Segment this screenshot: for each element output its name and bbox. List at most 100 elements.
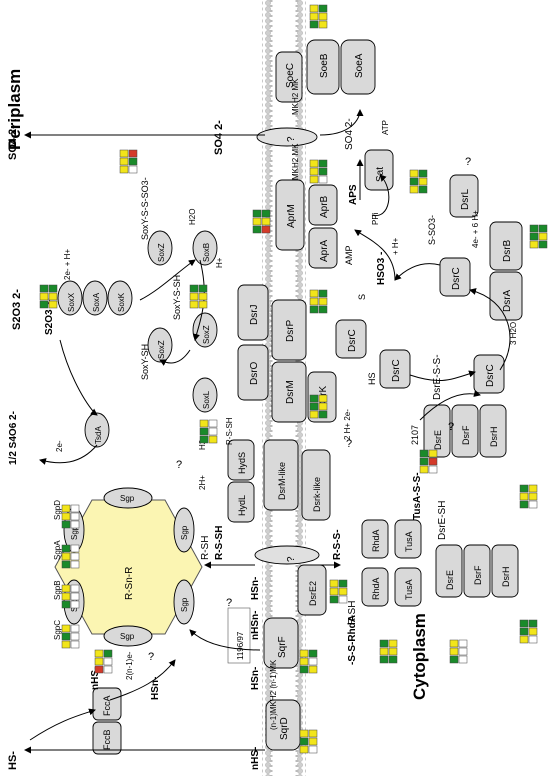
gene-presence-cell (388, 655, 398, 664)
gene-presence-cell (318, 289, 328, 298)
soxA-protein (82, 280, 108, 316)
gene-presence-cell (458, 647, 468, 656)
soxb-proton-label: H+ (215, 257, 224, 268)
gene-presence-cell (103, 665, 113, 674)
reaction-arrows (24, 109, 511, 754)
dsrMlike-label: DsrM-like (277, 462, 287, 500)
gene-presence-cell (528, 500, 538, 509)
gene-presence-cell (61, 560, 71, 569)
tusA-protein-1 (394, 519, 422, 559)
dsrE-protein-2 (435, 544, 463, 598)
gene-presence-cell (329, 579, 339, 588)
dsrE2-protein (297, 564, 327, 616)
unknown-marker-6: ? (448, 421, 454, 433)
gene-presence-cell (318, 410, 328, 419)
gene-presence-cell (61, 600, 71, 609)
fccB-protein (92, 721, 122, 755)
gene-presence-cell (308, 665, 318, 674)
soe-mk-label: MKH2 MK (291, 78, 300, 115)
arrow-tetrathionate (39, 444, 98, 465)
dsrH-protein-2 (491, 544, 519, 598)
gene-presence-cell (308, 737, 318, 746)
gene-presence-cell (70, 632, 80, 641)
gene-presence-cell (61, 624, 71, 633)
gene-presence-cell (128, 157, 138, 166)
dsrL-protein (449, 174, 479, 218)
gene-presence-cell (308, 649, 318, 658)
arrow-tsda (59, 339, 98, 416)
gene-presence-cell (309, 4, 319, 13)
gene-presence-cell (379, 655, 389, 664)
sqrF-protein (263, 617, 299, 669)
unknown-marker-1: ? (176, 459, 182, 471)
gene-presence-cell (61, 640, 71, 649)
gene-presence-cell (309, 410, 319, 419)
sqrF-label: SqrF (277, 636, 288, 658)
aprM-label: AprM (286, 204, 297, 228)
gene-presence-cell (119, 165, 129, 174)
p2107-label: 2107 (410, 425, 420, 445)
gene-presence-cell (70, 640, 80, 649)
soxl-rssh-label: R-S-SH (225, 417, 234, 445)
gene-presence-cell (61, 520, 71, 529)
gene-presence-cell (299, 665, 309, 674)
dsrE2-label: DsrE2 (308, 581, 318, 606)
gene-presence-cell (61, 632, 71, 641)
dsrMlike-protein (263, 439, 299, 511)
arrow-dsrab (394, 263, 441, 281)
soxy-sso3-label: SoxY-S-S-SO3- (140, 177, 150, 240)
apr-mk-label: MKH2 MK (291, 143, 300, 180)
gene-presence-cell (94, 657, 104, 666)
gene-presence-cell (309, 289, 319, 298)
gene-presence-cell (318, 394, 328, 403)
sqrd-hsn-label: HSn- (250, 667, 261, 690)
gene-presence-cell (70, 512, 80, 521)
gene-presence-cell (538, 224, 548, 233)
gene-presence-cell (409, 169, 419, 178)
soxZ-label-1: SoxZ (157, 243, 166, 262)
soxb-water-label: H2O (188, 209, 197, 225)
soeB-label: SoeB (319, 53, 330, 78)
sgp-label-bottom: Sgp (120, 632, 135, 641)
gene-presence-cell (318, 12, 328, 21)
tusA-protein-2 (394, 567, 422, 607)
gene-presence-cell (419, 457, 429, 466)
fcc-electrons-label: 2(n-1)e- (125, 651, 134, 680)
gene-presence-cell (529, 232, 539, 241)
gene-presence-cell (388, 647, 398, 656)
dsrF-label-2: DsrF (473, 565, 483, 585)
gene-presence-grids (39, 4, 548, 754)
gene-presence-cell (418, 169, 428, 178)
gene-presence-cell (308, 745, 318, 754)
hyd-2h-label: 2H+ (198, 475, 207, 490)
gene-presence-cell (70, 560, 80, 569)
rsh-periplasm-label: R-SH (200, 536, 211, 560)
soeC-protein (275, 51, 303, 103)
gene-presence-cell (528, 635, 538, 644)
aprM-protein (275, 179, 305, 251)
gene-presence-cell (449, 655, 459, 664)
dsrE-label-1: DsrE (433, 430, 443, 450)
gene-presence-cell (128, 165, 138, 174)
aprB-protein (308, 184, 338, 226)
dsrC-protein-1 (335, 319, 367, 359)
gene-presence-cell (428, 449, 438, 458)
proton-label: + H+ (391, 237, 400, 255)
gene-presence-cell (318, 305, 328, 314)
dsrc-hs-label: HS (367, 372, 377, 385)
gene-presence-cell (208, 435, 218, 444)
soxy-ssh-label: SoxY-S-SH (172, 275, 182, 320)
gene-presence-cell (519, 484, 529, 493)
gene-presence-cell (409, 185, 419, 194)
gene-presence-cell (519, 635, 529, 644)
dsrO-protein (237, 344, 269, 401)
gene-presence-cell (299, 745, 309, 754)
gene-presence-cell (318, 175, 328, 184)
hydL-label: HydL (237, 495, 247, 516)
gene-presence-cell (528, 484, 538, 493)
sgp-label-ur: Sgp (180, 525, 189, 540)
atp-label: ATP (381, 120, 390, 135)
gene-presence-cell (208, 427, 218, 436)
gene-presence-cell (409, 177, 419, 186)
soxB-protein (192, 230, 218, 266)
